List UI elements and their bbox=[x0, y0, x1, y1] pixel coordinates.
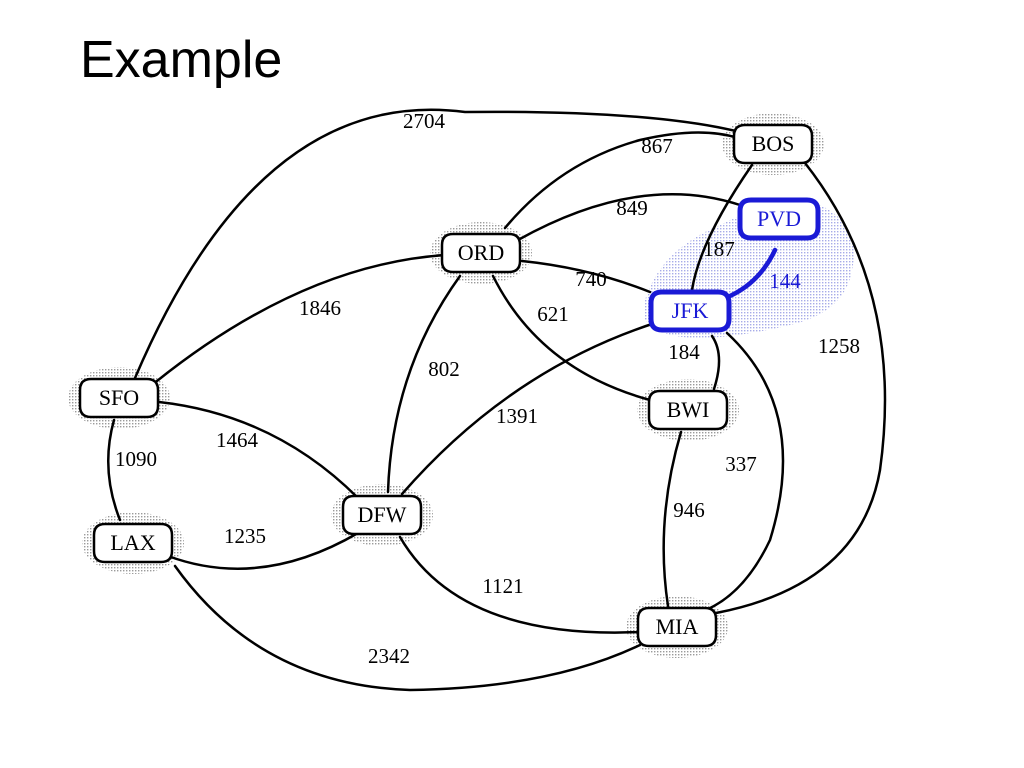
edge-ord-bos bbox=[503, 131, 740, 230]
node-label-ord: ORD bbox=[458, 240, 504, 265]
edge-sfo-ord bbox=[150, 253, 447, 387]
edge-ord-pvd-weight: 849 bbox=[616, 196, 648, 220]
edge-sfo-bos bbox=[133, 108, 742, 380]
node-dfw: DFW bbox=[341, 494, 423, 536]
edge-jfk-mia-weight: 1090 bbox=[115, 447, 157, 471]
node-jfk: JFK bbox=[648, 289, 732, 333]
edge-bwi-mia-weight: 946 bbox=[673, 498, 705, 522]
node-shape-bos bbox=[732, 123, 814, 165]
edge-dfw-mia bbox=[398, 535, 642, 634]
node-bos: BOS bbox=[732, 123, 814, 165]
node-ord: ORD bbox=[440, 232, 522, 274]
node-label-bos: BOS bbox=[752, 131, 795, 156]
node-shape-dfw bbox=[341, 494, 423, 536]
node-shape-sfo bbox=[78, 377, 160, 419]
edge-dfw-jfk bbox=[400, 321, 657, 496]
node-mia: MIA bbox=[636, 606, 718, 648]
node-label-mia: MIA bbox=[656, 614, 699, 639]
node-label-dfw: DFW bbox=[358, 502, 407, 527]
edge-pvd-jfk bbox=[727, 247, 778, 299]
edge-bwi-mia bbox=[662, 430, 683, 608]
edge-ord-jfk bbox=[520, 259, 652, 294]
edge-jfk-bwi-weight: 184 bbox=[668, 340, 700, 364]
edge-sfo-lax bbox=[704, 331, 785, 612]
node-lax: LAX bbox=[92, 522, 174, 564]
edge-ord-bos-weight: 867 bbox=[641, 134, 673, 158]
node-shape-lax bbox=[92, 522, 174, 564]
edge-ord-bwi-weight: 621 bbox=[537, 302, 569, 326]
node-label-pvd: PVD bbox=[757, 206, 801, 231]
edge-ord-pvd bbox=[516, 192, 742, 242]
edge-sfo-lax-weight: 337 bbox=[725, 452, 757, 476]
node-label-lax: LAX bbox=[110, 530, 155, 555]
node-label-bwi: BWI bbox=[667, 397, 710, 422]
edge-ord-jfk-weight: 740 bbox=[575, 267, 607, 291]
edge-jfk-bos bbox=[690, 163, 754, 292]
edge-sfo-bos-weight: 2704 bbox=[403, 109, 446, 133]
edge-dfw-jfk-weight: 1391 bbox=[496, 404, 538, 428]
node-bwi: BWI bbox=[647, 389, 729, 431]
edge-ord-dfw bbox=[386, 274, 462, 494]
edge-bos-mia bbox=[714, 161, 887, 615]
node-shape-bwi bbox=[647, 389, 729, 431]
edge-jfk-bos-weight: 187 bbox=[703, 237, 735, 261]
node-pvd: PVD bbox=[737, 197, 821, 241]
node-label-jfk: JFK bbox=[672, 298, 709, 323]
node-shape-ord bbox=[440, 232, 522, 274]
edge-ord-dfw-weight: 802 bbox=[428, 357, 460, 381]
node-shape-mia bbox=[636, 606, 718, 648]
edge-jfk-mia bbox=[107, 418, 122, 522]
nodes: BOS PVD ORD JFK SFO BWI DFW LAX MIA bbox=[78, 123, 821, 648]
edge-pvd-jfk-weight: 144 bbox=[769, 269, 801, 293]
edge-sfo-ord-weight: 1846 bbox=[299, 296, 341, 320]
node-label-sfo: SFO bbox=[99, 385, 139, 410]
node-shape-jfk bbox=[648, 289, 732, 333]
edge-dfw-mia-weight: 1121 bbox=[482, 574, 523, 598]
edge-lax-mia bbox=[173, 564, 642, 692]
edge-sfo-dfw-weight: 1464 bbox=[216, 428, 259, 452]
slide-title: Example bbox=[80, 31, 283, 89]
edge-lax-dfw-weight: 1235 bbox=[224, 524, 266, 548]
node-shape-pvd bbox=[737, 197, 821, 241]
edge-lax-mia-weight: 2342 bbox=[368, 644, 410, 668]
edge-lax-dfw bbox=[166, 531, 360, 570]
edge-ord-bwi bbox=[491, 274, 652, 402]
edges bbox=[107, 108, 887, 692]
edge-sfo-dfw bbox=[157, 400, 360, 500]
node-sfo: SFO bbox=[78, 377, 160, 419]
edge-jfk-bwi bbox=[710, 334, 721, 391]
edge-bos-mia-weight: 1258 bbox=[818, 334, 860, 358]
